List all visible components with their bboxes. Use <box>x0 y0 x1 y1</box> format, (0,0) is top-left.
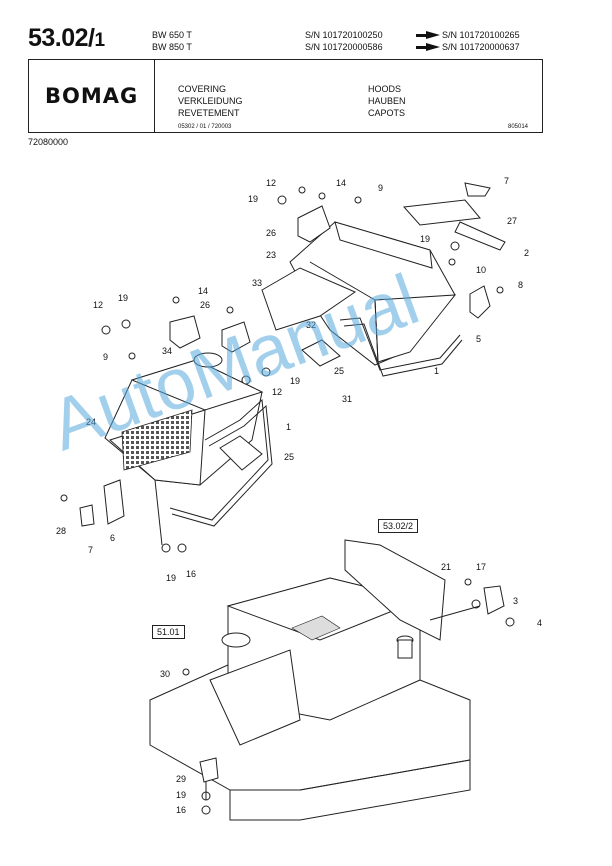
callout: 8 <box>518 280 524 290</box>
title-frame-divider <box>154 59 155 133</box>
callout: 14 <box>336 178 347 188</box>
hinge-26-upper <box>297 205 331 243</box>
model-1: BW 650 T <box>152 30 192 40</box>
callout: 19 <box>166 573 177 583</box>
part-number: 72080000 <box>28 137 69 147</box>
callout: 32 <box>306 320 317 330</box>
serial-to-2: S/N 101720000637 <box>442 42 520 52</box>
callout: 1 <box>434 366 440 376</box>
brand-logo: BOMAG <box>45 84 139 108</box>
subtitle-fr: CAPOTS <box>368 108 406 118</box>
model-list: BW 650 T BW 850 T <box>152 29 192 53</box>
callout: 17 <box>476 562 487 572</box>
callout: 1 <box>286 422 292 432</box>
arrow-icon <box>416 43 440 51</box>
callout: 31 <box>342 394 353 404</box>
callout: 12 <box>93 300 104 310</box>
callout: 7 <box>88 545 94 555</box>
callout: 16 <box>176 805 187 815</box>
callout: 5 <box>476 334 482 344</box>
serials-from: S/N 101720100250 S/N 101720000586 <box>305 29 383 53</box>
model-2: BW 850 T <box>152 42 192 52</box>
title-fr: REVETEMENT <box>178 108 240 118</box>
callout: 14 <box>198 286 209 296</box>
callout: 12 <box>266 178 277 188</box>
hinges-26-left <box>169 315 251 353</box>
title-frame <box>28 59 543 133</box>
callout: 26 <box>266 228 277 238</box>
callout: 4 <box>537 618 543 628</box>
callout: 26 <box>200 300 211 310</box>
machine-frame <box>149 539 471 821</box>
intake-cover-25 <box>219 435 263 471</box>
hardware <box>60 186 515 815</box>
callout: 27 <box>507 216 518 226</box>
titles-right: HOODS HAUBEN CAPOTS <box>368 83 406 119</box>
callout: 24 <box>86 417 97 427</box>
subtitle-en: HOODS <box>368 84 402 94</box>
baffle-plate <box>261 267 357 331</box>
title-en: COVERING <box>178 84 227 94</box>
callout: 7 <box>504 176 510 186</box>
hood-seal-front <box>169 398 273 527</box>
callout: 19 <box>248 194 259 204</box>
callout: 19 <box>420 234 431 244</box>
reference-51-01[interactable]: 51.01 <box>152 625 185 639</box>
callout: 25 <box>284 452 295 462</box>
callout: 34 <box>162 346 173 356</box>
print-code: 805014 <box>508 124 529 130</box>
callout: 21 <box>441 562 452 572</box>
callout: 29 <box>176 774 187 784</box>
hinge-plate-27 <box>402 182 506 251</box>
callout: 12 <box>272 387 283 397</box>
front-hood-grille <box>121 409 193 471</box>
serials-to: S/N 101720100265 S/N 101720000637 <box>442 29 520 53</box>
serial-from-2: S/N 101720000586 <box>305 42 383 52</box>
callout: 28 <box>56 526 67 536</box>
serial-from-1: S/N 101720100250 <box>305 30 383 40</box>
front-hood <box>104 359 264 486</box>
callout: 2 <box>524 248 530 258</box>
serial-to-1: S/N 101720100265 <box>442 30 520 40</box>
subtitle-de: HAUBEN <box>368 96 406 106</box>
callout: 33 <box>252 278 263 288</box>
cover-plate <box>301 339 341 367</box>
callout: 3 <box>513 596 519 606</box>
callout: 19 <box>118 293 129 303</box>
latch-6 <box>79 479 125 527</box>
filler-cap-34 <box>193 352 223 368</box>
callout: 9 <box>378 183 384 193</box>
callout: 9 <box>103 352 109 362</box>
arrow-icon <box>416 31 440 39</box>
rear-hood <box>289 221 457 366</box>
callout: 10 <box>476 265 487 275</box>
page-number: 53.02/1 <box>28 24 106 52</box>
callout: 6 <box>110 533 116 543</box>
reference-53-02-2[interactable]: 53.02/2 <box>378 519 419 533</box>
callout: 19 <box>176 790 187 800</box>
latch-5 <box>469 285 491 319</box>
callout: 19 <box>290 376 301 386</box>
callout: 23 <box>266 250 277 260</box>
callout: 16 <box>186 569 197 579</box>
callout: 25 <box>334 366 345 376</box>
bracket-29 <box>199 757 219 783</box>
callout: 30 <box>160 669 171 679</box>
title-de: VERKLEIDUNG <box>178 96 243 106</box>
hood-seal-rear <box>339 317 463 377</box>
page-number-sub: 1 <box>94 30 106 51</box>
titles-left: COVERING VERKLEIDUNG REVETEMENT <box>178 83 243 119</box>
doc-code: 05302 / 01 / 720003 <box>178 124 232 130</box>
